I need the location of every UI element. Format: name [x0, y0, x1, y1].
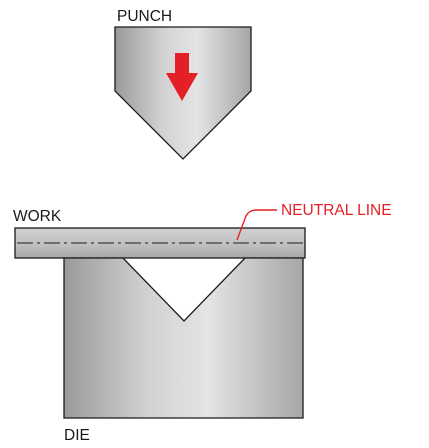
workpiece: [14, 227, 306, 259]
die-label: DIE: [64, 427, 90, 444]
die-body: [63, 257, 304, 419]
punch: [114, 26, 252, 160]
neutral-line-leader: [236, 209, 277, 241]
down-arrow-icon: [166, 53, 198, 101]
work-label: WORK: [13, 208, 62, 225]
punch-label: PUNCH: [117, 8, 172, 25]
die: [63, 257, 304, 419]
neutral-line-label: NEUTRAL LINE: [281, 202, 392, 219]
